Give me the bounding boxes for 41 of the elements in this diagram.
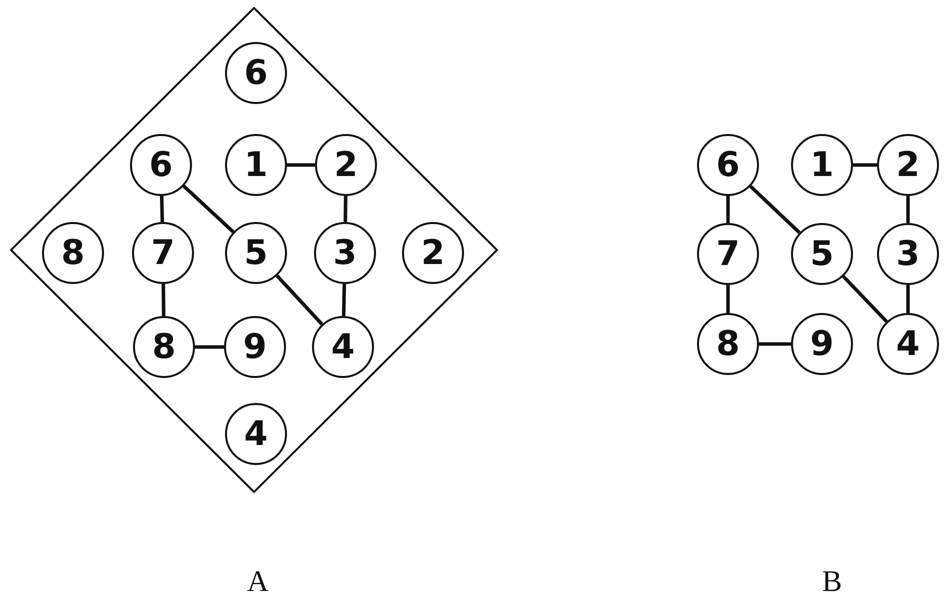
connector-line: [162, 284, 166, 316]
number-circle: 3: [314, 222, 376, 284]
number-circle: 7: [697, 223, 759, 285]
panel-letter: A: [247, 565, 269, 599]
panel-letter: B: [822, 565, 842, 599]
number-circle: 5: [225, 222, 287, 284]
number-circle: 2: [402, 222, 464, 284]
number-circle: 5: [791, 223, 853, 285]
connector-line: [182, 184, 234, 234]
connector-line: [160, 196, 164, 222]
diamond-frame: [10, 7, 498, 493]
number-circle: 4: [877, 313, 939, 375]
number-circle: 7: [132, 222, 194, 284]
number-circle: 4: [225, 403, 287, 465]
number-circle: 6: [697, 134, 759, 196]
number-circle: 4: [312, 316, 374, 378]
connector-line: [749, 185, 801, 234]
number-circle: 8: [133, 316, 195, 378]
connector-line: [344, 196, 348, 222]
number-circle: 1: [791, 134, 853, 196]
number-circle: 3: [877, 223, 939, 285]
number-circle: 9: [224, 316, 286, 378]
connector-line: [842, 275, 888, 323]
number-circle: 6: [130, 134, 192, 196]
connector-line: [726, 196, 730, 223]
connector-line: [726, 285, 730, 313]
connector-line: [195, 345, 224, 349]
number-circle: 9: [791, 313, 853, 375]
number-circle: 2: [877, 134, 939, 196]
number-circle: 6: [225, 42, 287, 104]
connector-line: [276, 274, 324, 326]
connector-line: [287, 163, 315, 167]
connector-line: [906, 285, 910, 313]
number-circle: 2: [315, 134, 377, 196]
number-circle: 8: [697, 313, 759, 375]
connector-line: [342, 284, 346, 316]
number-circle: 1: [225, 134, 287, 196]
connector-line: [853, 163, 877, 167]
connector-line: [759, 342, 791, 346]
number-circle: 8: [42, 222, 104, 284]
connector-line: [906, 196, 910, 223]
